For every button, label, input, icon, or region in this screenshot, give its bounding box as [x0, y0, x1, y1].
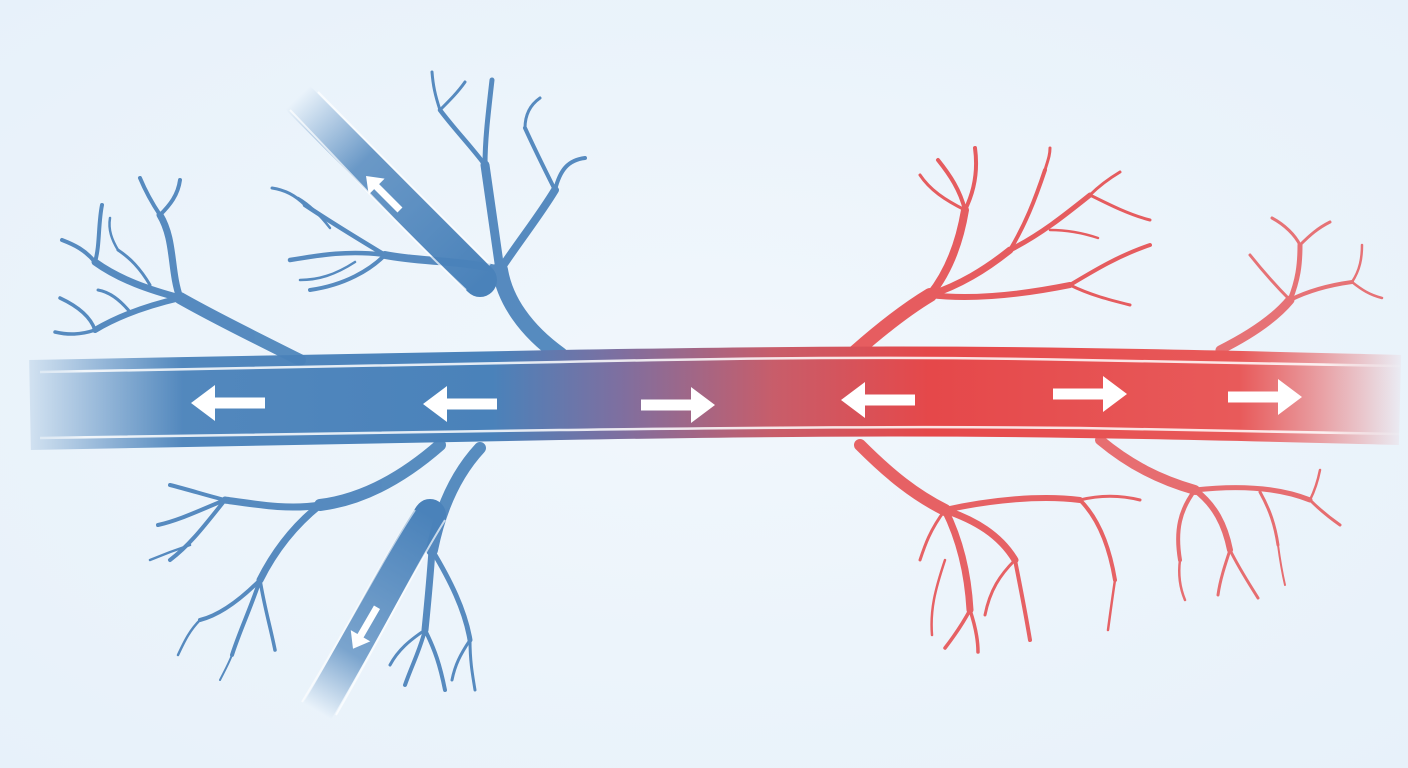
upper-venous-tributary — [283, 83, 497, 297]
flow-arrow-right — [641, 387, 715, 423]
flow-arrow-right — [1228, 379, 1302, 415]
main-vessel-upper-wall — [39, 356, 1401, 374]
upper-venous-tributary-arrow — [366, 176, 403, 213]
arterial-branch-tree-upper-center — [848, 146, 1152, 359]
flow-arrow-right — [1053, 376, 1127, 412]
arterial-branch-tree-lower-center — [854, 439, 1142, 654]
flow-arrow-left — [191, 385, 265, 421]
main-vessel-lower-wall — [39, 425, 1401, 440]
arterial-branch-tree-upper-right — [1215, 216, 1384, 355]
venous-branch-tree-upper-left — [53, 176, 306, 366]
flow-arrows — [191, 376, 1302, 423]
side-flow-arrows — [350, 176, 403, 649]
lower-venous-tributary — [301, 499, 446, 726]
flow-arrow-left — [423, 386, 497, 422]
lower-venous-tributary-arrow — [350, 605, 381, 649]
venous-branch-tree-lower-left — [148, 439, 446, 681]
flow-arrow-left — [841, 382, 915, 418]
arterial-branch-tree-lower-right — [1095, 435, 1342, 602]
